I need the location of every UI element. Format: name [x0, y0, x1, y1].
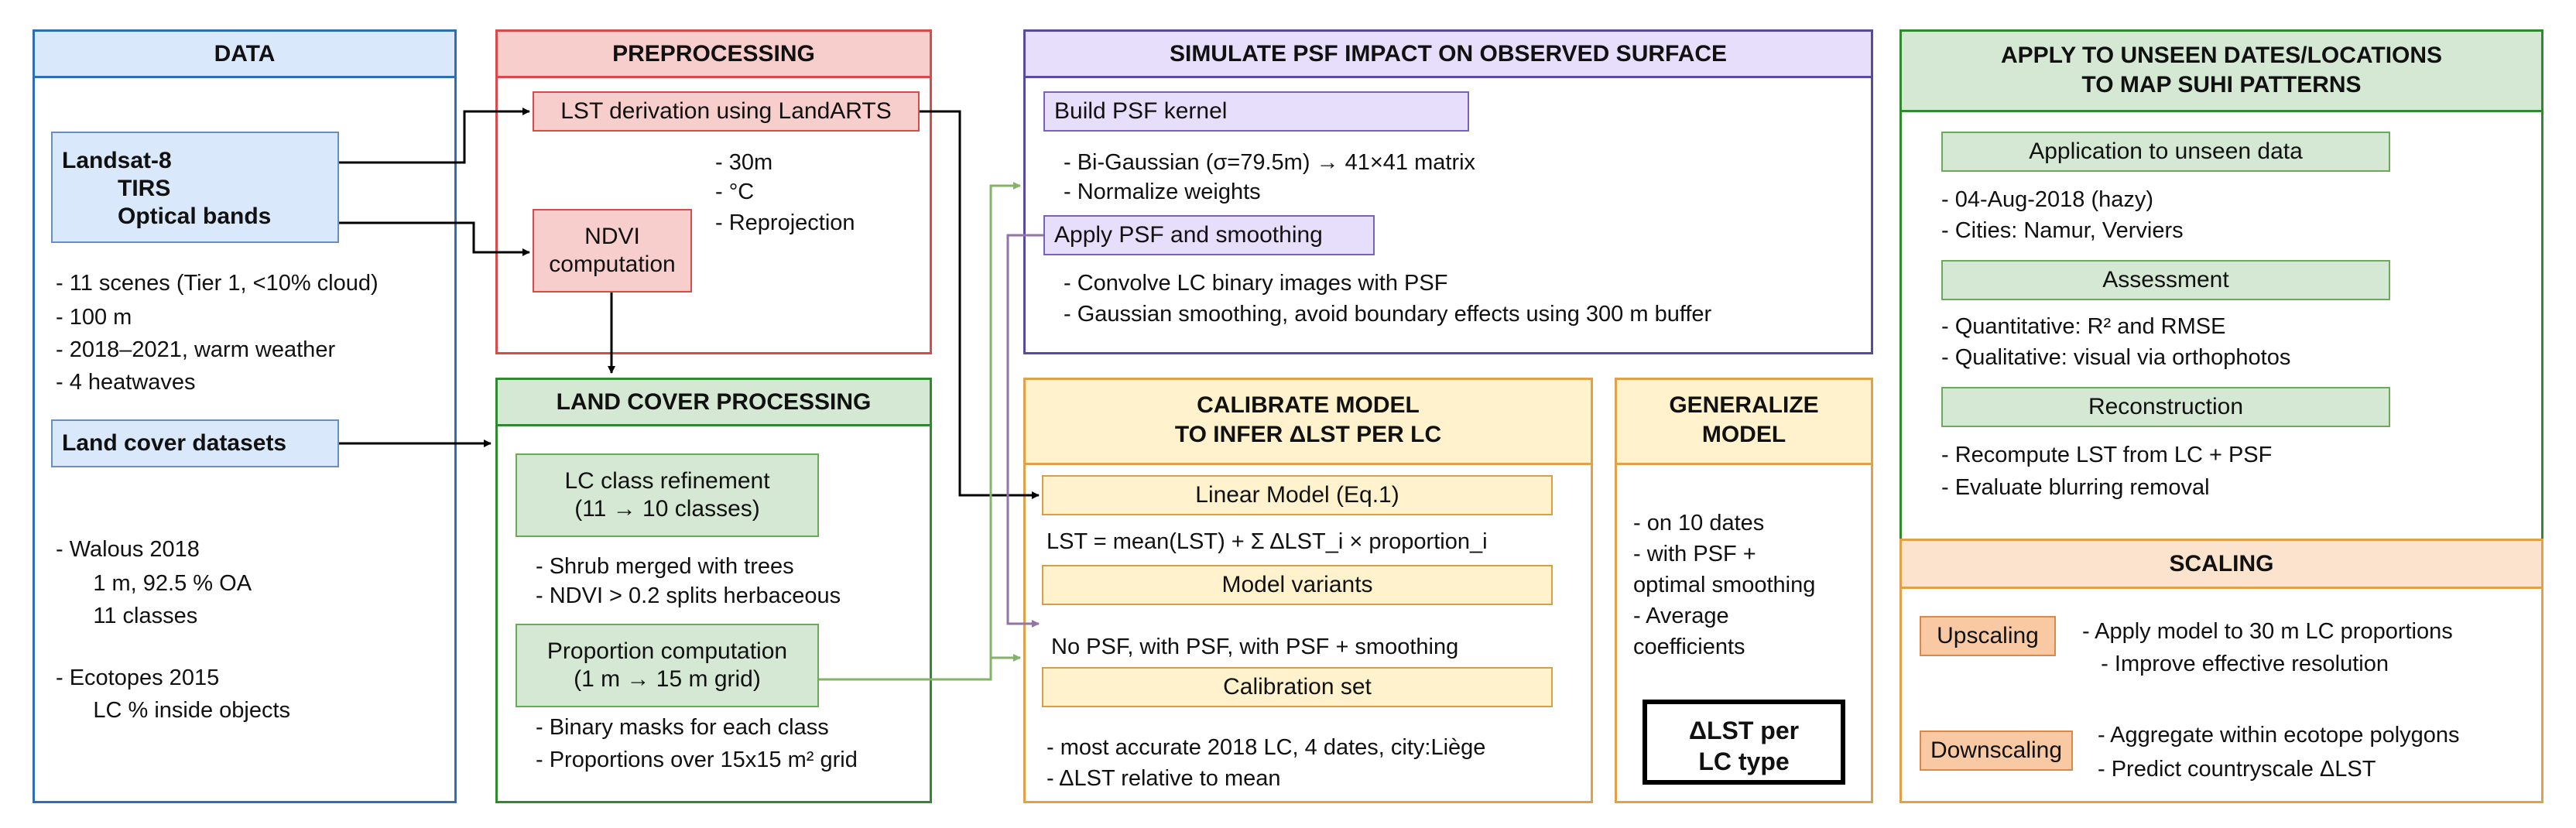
apply-title-line-1: APPLY TO UNSEEN DATES/LOCATIONS: [2000, 43, 2443, 68]
preprocessing-panel-title: PREPROCESSING: [498, 32, 930, 78]
arrow-proportion-to-psf: [819, 182, 1021, 681]
lc-class-refinement-sub: (11 → 10 classes): [574, 496, 760, 522]
arrow-proportion-to-calibrate: [989, 654, 1021, 679]
walous-line-2: 1 m, 92.5 % OA: [56, 571, 252, 596]
calibrate-model-title: CALIBRATE MODEL TO INFER ΔLST PER LC: [1026, 380, 1591, 465]
model-variants-text: No PSF, with PSF, with PSF + smoothing: [1051, 635, 1459, 659]
land-cover-datasets-box: Land cover datasets: [51, 419, 339, 467]
arrow-lst-to-linear-model: [920, 110, 1040, 499]
refine-note-1: - Shrub merged with trees: [536, 554, 794, 579]
ndvi-label: NDVI: [584, 224, 640, 249]
lc-class-refinement-box: LC class refinement (11 → 10 classes): [516, 453, 819, 537]
up-note-1: - Apply model to 30 m LC proportions: [2082, 619, 2453, 644]
apply-unseen-panel: APPLY TO UNSEEN DATES/LOCATIONS TO MAP S…: [1899, 29, 2543, 563]
ndvi-computation-label: computation: [549, 251, 676, 277]
preprocessing-note-3: - Reprojection: [715, 210, 855, 235]
walous-line-1: - Walous 2018: [56, 537, 200, 562]
preprocessing-note-2: - °C: [715, 180, 755, 204]
down-note-2: - Predict countryscale ΔLST: [2098, 757, 2376, 782]
generalize-note-2: - with PSF +: [1633, 542, 1756, 566]
prop-note-2: - Proportions over 15x15 m² grid: [536, 748, 858, 772]
generalize-note-3: optimal smoothing: [1633, 573, 1816, 597]
arrow-landsat-to-ndvi: [339, 221, 530, 256]
calibration-set-box: Calibration set: [1042, 667, 1553, 707]
generalize-note-4: - Average: [1633, 604, 1729, 628]
landsat-note-1: - 11 scenes (Tier 1, <10% cloud): [56, 271, 379, 296]
apply-note-1: - Convolve LC binary images with PSF: [1064, 271, 1448, 296]
down-note-1: - Aggregate within ecotope polygons: [2098, 723, 2460, 748]
refine-note-2: - NDVI > 0.2 splits herbaceous: [536, 583, 841, 608]
kernel-note-1: - Bi-Gaussian (σ=79.5m) → 41×41 matrix: [1064, 150, 1476, 175]
recon-note-2: - Evaluate blurring removal: [1941, 475, 2210, 500]
kernel-note-2: - Normalize weights: [1064, 180, 1261, 204]
calib-note-2: - ΔLST relative to mean: [1046, 766, 1281, 791]
ecotopes-line-1: - Ecotopes 2015: [56, 665, 220, 690]
generalize-title-line-2: MODEL: [1701, 422, 1786, 447]
generalize-note-5: coefficients: [1633, 635, 1745, 659]
scaling-title: SCALING: [1902, 541, 2541, 589]
recon-note-1: - Recompute LST from LC + PSF: [1941, 443, 2273, 467]
proportion-computation-sub: (1 m → 15 m grid): [574, 666, 761, 692]
preprocessing-note-1: - 30m: [715, 150, 773, 175]
downscaling-box: Downscaling: [1920, 730, 2073, 771]
lc-class-refinement-label: LC class refinement: [564, 468, 770, 494]
generalize-note-1: - on 10 dates: [1633, 511, 1765, 535]
calibrate-title-line-2: TO INFER ΔLST PER LC: [1174, 422, 1442, 447]
reconstruction-box: Reconstruction: [1941, 387, 2390, 427]
land-cover-processing-panel: LAND COVER PROCESSING: [495, 378, 932, 803]
delta-lst-output-line-2: LC type: [1698, 748, 1790, 775]
generalize-title-line-1: GENERALIZE: [1669, 392, 1819, 418]
model-equation: LST = mean(LST) + Σ ΔLST_i × proportion_…: [1046, 529, 1488, 554]
data-panel-title: DATA: [35, 32, 454, 78]
apply-unseen-title: APPLY TO UNSEEN DATES/LOCATIONS TO MAP S…: [1902, 32, 2541, 112]
unseen-note-2: - Cities: Namur, Verviers: [1941, 218, 2184, 243]
landsat-note-3: - 2018–2021, warm weather: [56, 337, 336, 362]
landsat-box: Landsat-8 TIRS Optical bands: [51, 132, 339, 243]
delta-lst-output-box: ΔLST per LC type: [1643, 700, 1845, 785]
ecotopes-line-2: LC % inside objects: [56, 698, 291, 723]
apply-title-line-2: TO MAP SUHI PATTERNS: [2081, 72, 2362, 98]
proportion-computation-box: Proportion computation (1 m → 15 m grid): [516, 624, 819, 707]
psf-panel-title: SIMULATE PSF IMPACT ON OBSERVED SURFACE: [1026, 32, 1871, 78]
assess-note-1: - Quantitative: R² and RMSE: [1941, 314, 2226, 339]
application-unseen-box: Application to unseen data: [1941, 132, 2390, 172]
generalize-model-panel: GENERALIZE MODEL: [1615, 378, 1873, 803]
psf-panel: SIMULATE PSF IMPACT ON OBSERVED SURFACE: [1023, 29, 1873, 354]
ndvi-computation-box: NDVI computation: [533, 209, 692, 293]
unseen-note-1: - 04-Aug-2018 (hazy): [1941, 187, 2154, 212]
generalize-model-title: GENERALIZE MODEL: [1617, 380, 1871, 465]
lst-derivation-box: LST derivation using LandARTS: [533, 91, 920, 132]
linear-model-box: Linear Model (Eq.1): [1042, 475, 1553, 515]
landsat-note-4: - 4 heatwaves: [56, 370, 196, 395]
arrow-landsat-to-lst: [339, 108, 530, 164]
assess-note-2: - Qualitative: visual via orthophotos: [1941, 345, 2291, 370]
delta-lst-output-line-1: ΔLST per: [1688, 717, 1800, 744]
up-note-2: - Improve effective resolution: [2082, 652, 2389, 676]
calib-note-1: - most accurate 2018 LC, 4 dates, city:L…: [1046, 735, 1486, 760]
land-cover-processing-title: LAND COVER PROCESSING: [498, 380, 930, 426]
proportion-computation-label: Proportion computation: [546, 638, 788, 664]
landsat-label: Landsat-8: [62, 148, 172, 173]
prop-note-1: - Binary masks for each class: [536, 715, 829, 740]
apply-psf-smoothing-box: Apply PSF and smoothing: [1043, 215, 1375, 255]
landsat-note-2: - 100 m: [56, 305, 132, 330]
apply-note-2: - Gaussian smoothing, avoid boundary eff…: [1064, 302, 1712, 327]
walous-line-3: 11 classes: [56, 604, 198, 628]
arrow-psf-to-variants: [1006, 234, 1043, 628]
build-psf-kernel-box: Build PSF kernel: [1043, 91, 1469, 132]
assessment-box: Assessment: [1941, 260, 2390, 300]
upscaling-box: Upscaling: [1920, 616, 2056, 656]
optical-bands-label: Optical bands: [118, 204, 272, 229]
preprocessing-panel: PREPROCESSING: [495, 29, 932, 354]
model-variants-box: Model variants: [1042, 565, 1553, 605]
calibrate-title-line-1: CALIBRATE MODEL: [1197, 392, 1420, 418]
tirs-label: TIRS: [118, 176, 171, 201]
